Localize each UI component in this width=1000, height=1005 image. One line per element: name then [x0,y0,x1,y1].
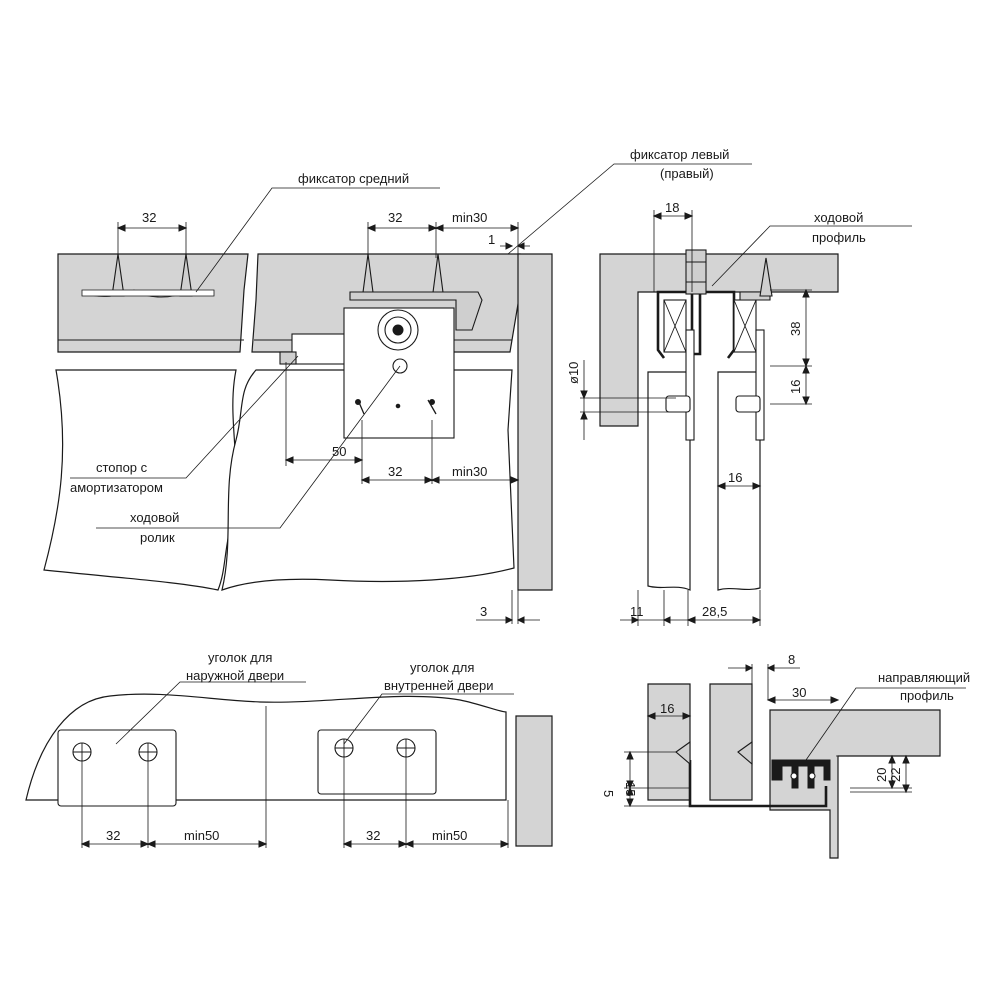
svg-text:ходовой: ходовой [130,510,179,525]
side-wall [517,253,553,591]
dim-label: 32 [106,828,120,843]
svg-text:(правый): (правый) [660,166,714,181]
label-corner-outer: уголок для наружной двери [115,650,306,745]
dim-20-22: 20 22 [836,754,912,794]
dim-38-16: 38 16 [770,288,812,406]
dim-32-min50-inner: 32 min50 [342,756,510,848]
dim-16-inner: 16 [716,470,762,490]
dim-label: 20 [874,768,889,782]
label-fixator-left: фиксатор левый (правый) [507,147,752,255]
side-section-view: 18 38 16 ø10 16 11 28,5 [507,147,912,626]
dim-1: 1 [488,232,530,250]
door-inner-section [717,371,761,591]
dim-16-bottom: 16 [646,701,692,720]
dim-3: 3 [476,590,540,624]
dim-label: 18 [665,200,679,215]
dim-label: 3 [480,604,487,619]
top-profile-left [57,253,249,353]
dim-label: min50 [184,828,219,843]
label-roller: ходовой ролик [96,365,401,545]
dim-label: 1 [488,232,495,247]
dim-label: 5 [601,790,616,797]
svg-text:профиль: профиль [812,230,866,245]
guide-profile [771,759,831,789]
floor-board [769,709,941,859]
roller-right [733,257,773,441]
dim-label: ø10 [566,362,581,384]
label-corner-inner: уголок для внутренней двери [343,660,514,745]
svg-text:амортизатором: амортизатором [70,480,163,495]
dim-label: 16 [660,701,674,716]
door-inner-bottom [709,683,753,801]
label-guide-profile: направляющий профиль [805,670,970,761]
dim-15-5: 15 5 [601,750,690,808]
dim-label: 32 [388,464,402,479]
corner-brackets-view: 32 min50 32 min50 уголок для наружной дв… [25,650,553,848]
dim-label: min50 [432,828,467,843]
dim-label: 15 [623,782,638,796]
corner-outer-door [57,729,177,807]
dim-label: 50 [332,444,346,459]
dim-18: 18 [652,200,694,292]
dim-50: 50 [284,362,364,466]
label-running-profile: ходовой профиль [711,210,912,287]
dim-label: 32 [366,828,380,843]
dim-32-min30-top: 32 min30 [366,210,520,258]
dim-label: 16 [728,470,742,485]
dim-label: 11 [630,604,644,619]
svg-text:уголок для: уголок для [208,650,272,665]
svg-text:внутренней двери: внутренней двери [384,678,494,693]
dim-label: 30 [792,685,806,700]
dim-8: 8 [728,652,800,700]
door-outer-section [647,371,691,591]
dim-11-28-5: 11 28,5 [620,590,762,626]
guide-profile-section: 8 30 16 20 22 15 5 направляющий п [601,652,970,859]
dim-label: 22 [888,768,903,782]
dim-label: min30 [452,464,487,479]
svg-text:стопор с: стопор с [96,460,148,475]
dim-label: 32 [388,210,402,225]
svg-text:фиксатор левый: фиксатор левый [630,147,729,162]
dim-32-min30-bottom: 32 min30 [360,420,520,484]
dim-label: 38 [788,322,803,336]
svg-text:ролик: ролик [140,530,175,545]
svg-text:направляющий: направляющий [878,670,970,685]
ceiling-board [599,253,839,427]
dim-32-min50-outer: 32 min50 [80,706,268,848]
side-wall-bottom [515,715,553,847]
middle-fixator [81,253,215,298]
dim-label: 16 [788,380,803,394]
dim-label: 32 [142,210,156,225]
front-view: 32 32 min30 1 50 32 min30 [43,171,553,624]
dim-label: min30 [452,210,487,225]
label-stopper: стопор с амортизатором [70,355,299,495]
label-fixator-middle: фиксатор средний [195,171,440,293]
corner-inner-door [317,729,437,795]
roller-left [663,299,695,441]
svg-text:ходовой: ходовой [814,210,863,225]
svg-text:профиль: профиль [900,688,954,703]
dim-label: 28,5 [702,604,727,619]
dim-label: 8 [788,652,795,667]
dim-30: 30 [766,685,840,704]
svg-text:уголок для: уголок для [410,660,474,675]
dim-phi10: ø10 [566,360,676,440]
svg-text:наружной двери: наружной двери [186,668,284,683]
dim-32-top-left: 32 [116,210,188,258]
running-roller [343,307,455,439]
svg-text:фиксатор средний: фиксатор средний [298,171,409,186]
